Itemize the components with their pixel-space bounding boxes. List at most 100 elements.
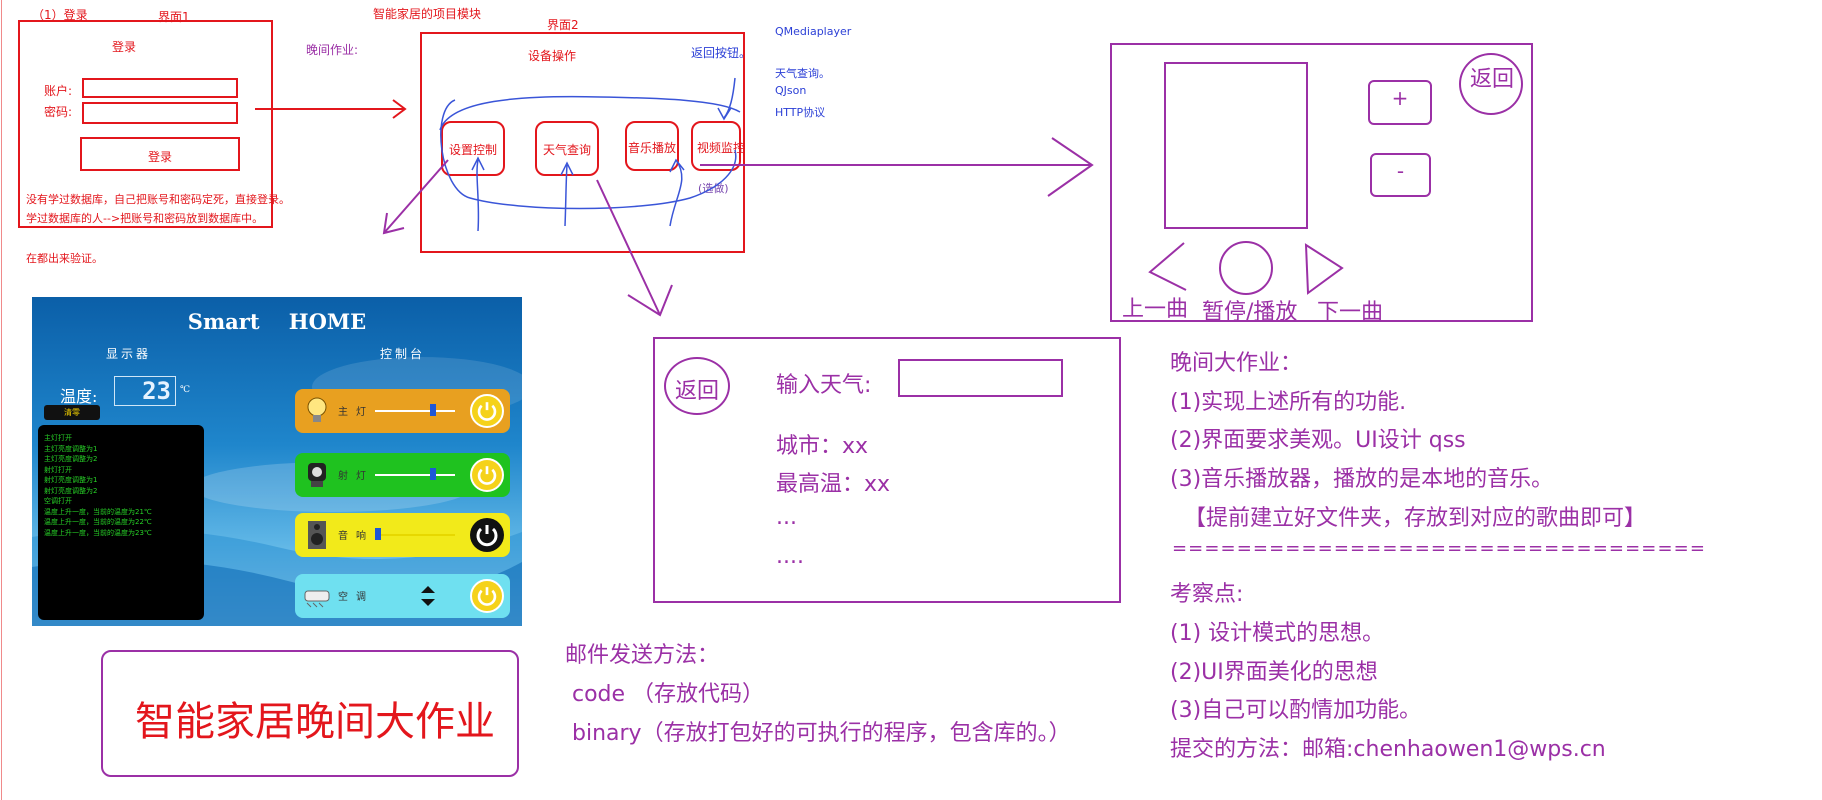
weather-back-label: 返回 [675, 379, 720, 404]
log-line: 温度上升一度，当前的温度为22℃ [44, 518, 152, 526]
brightness-slider[interactable] [375, 410, 455, 412]
smart-home-panel: Smart HOME 显示器 控制台 温度: 23 ℃ 清零 主灯打开 主灯亮度… [32, 297, 522, 626]
weather-input[interactable] [898, 359, 1063, 397]
tech-note-weather: 天气查询。 [775, 67, 830, 80]
account-input[interactable] [82, 78, 238, 98]
log-line: 主灯亮度调整为1 [44, 444, 98, 453]
weather-ellipsis-2: .... [776, 544, 804, 569]
email-binary: binary（存放打包好的可执行的程序，包含库的。） [572, 721, 1071, 746]
email-heading: 邮件发送方法： [565, 643, 720, 668]
homework-heading: 晚间大作业： [1170, 351, 1303, 376]
slider-handle[interactable] [430, 404, 436, 416]
btn-settings-control[interactable]: 设置控制 [441, 121, 505, 176]
clear-button-label: 清零 [64, 408, 80, 417]
log-line: 射灯亮度调整为1 [44, 476, 98, 484]
homework-title-box [101, 650, 519, 777]
temperature-stepper[interactable] [419, 583, 437, 609]
power-icon[interactable] [470, 394, 504, 428]
device-air-conditioner: 空调 [295, 574, 510, 618]
arrowhead [392, 99, 407, 119]
tech-note-qmediaplayer: QMediaplayer [775, 25, 852, 38]
player-back-button[interactable]: 返回 [1459, 53, 1523, 115]
btn-weather-query-label: 天气查询 [542, 143, 591, 157]
weather-back-button[interactable]: 返回 [664, 357, 730, 415]
weather-ellipsis-1: ... [776, 505, 797, 530]
arrow-to-player [700, 137, 1094, 197]
volume-minus-label: - [1396, 159, 1405, 183]
homework-item-4: 【提前建立好文件夹，存放到对应的歌曲即可】 [1170, 506, 1646, 531]
device-spot-light: 射灯 [295, 453, 510, 497]
log-line: 射灯亮度调整为2 [44, 486, 98, 495]
homework-item-2: (2)界面要求美观。UI设计 qss [1170, 428, 1466, 453]
login-note-3: 在都出来验证。 [26, 252, 103, 265]
music-player-window [1110, 43, 1533, 322]
password-input[interactable] [82, 102, 238, 124]
console-label: 控制台 [380, 347, 426, 361]
lightbulb-icon [307, 397, 327, 422]
device-op-heading: 设备操作 [528, 49, 577, 63]
weather-window [653, 337, 1121, 603]
email-code: code （存放代码） [572, 682, 765, 707]
btn-weather-query[interactable]: 天气查询 [535, 121, 599, 176]
slider-handle[interactable] [375, 528, 381, 540]
volume-plus-label: + [1391, 86, 1409, 110]
login-button-label: 登录 [147, 150, 172, 164]
volume-plus-button[interactable]: + [1368, 80, 1432, 125]
log-line: 主灯亮度调整为2 [44, 455, 98, 463]
homework-title: 智能家居晚间大作业 [135, 699, 495, 745]
spotlight-icon [308, 463, 326, 487]
device-name: 主灯 [338, 407, 374, 418]
log-line: 主灯打开 [44, 434, 72, 442]
brightness-slider[interactable] [375, 474, 455, 476]
volume-slider[interactable] [375, 534, 455, 536]
password-label: 密码: [44, 105, 73, 119]
device-speaker: 音响 [295, 513, 510, 557]
exam-item-1: (1) 设计模式的思想。 [1170, 621, 1385, 646]
max-temp-field: 最高温：xx [776, 472, 891, 497]
power-icon[interactable] [470, 458, 504, 492]
log-line: 温度上升一度，当前的温度为23℃ [44, 528, 152, 537]
player-back-label: 返回 [1470, 67, 1515, 92]
btn-video-monitor[interactable]: 视频监控 [691, 121, 745, 171]
btn-video-monitor-label: 视频监控 [697, 141, 746, 155]
log-line: 射灯打开 [44, 465, 72, 474]
exam-item-2: (2)UI界面美化的思想 [1170, 660, 1378, 685]
log-console: 主灯打开 主灯亮度调整为1 主灯亮度调整为2 射灯打开 射灯亮度调整为1 射灯亮… [38, 425, 204, 620]
display-label: 显示器 [106, 347, 152, 361]
album-art-area [1164, 62, 1308, 229]
smart-home-title: Smart HOME [187, 309, 367, 334]
btn-settings-control-label: 设置控制 [448, 143, 497, 157]
speaker-icon [308, 521, 326, 549]
separator-line: ================================= [1172, 538, 1707, 559]
slider-handle[interactable] [430, 468, 436, 480]
login-button[interactable]: 登录 [80, 137, 240, 171]
optional-note: (选做) [698, 182, 729, 195]
log-line: 空调打开 [44, 497, 72, 505]
temperature-value: 23 [142, 377, 171, 405]
section-login-label: （1）登录 [32, 8, 88, 22]
account-label: 账户: [44, 84, 73, 98]
log-line: 温度上升一度，当前的温度为21℃ [44, 507, 152, 516]
exam-heading: 考察点: [1170, 582, 1244, 607]
temperature-unit: ℃ [180, 385, 191, 395]
prev-track-label: 上一曲 [1122, 297, 1189, 322]
module-title: 智能家居的项目模块 [373, 7, 482, 21]
device-name: 空调 [338, 592, 374, 603]
submit-method: 提交的方法：邮箱:chenhaowen1@wps.cn [1170, 737, 1606, 762]
btn-music-play[interactable]: 音乐播放 [625, 121, 679, 171]
device-main-light: 主灯 [295, 389, 510, 433]
volume-minus-button[interactable]: - [1370, 153, 1431, 197]
login-window [18, 20, 273, 228]
login-note-1: 没有学过数据库，自己把账号和密码定死，直接登录。 [26, 193, 290, 206]
homework-item-3: (3)音乐播放器，播放的是本地的音乐。 [1170, 467, 1554, 492]
clear-button[interactable]: 清零 [44, 405, 100, 420]
power-icon[interactable] [470, 579, 504, 613]
power-icon[interactable] [470, 518, 504, 552]
tech-note-qjson: QJson [775, 84, 807, 97]
homework-item-1: (1)实现上述所有的功能. [1170, 390, 1407, 415]
city-field: 城市：xx [776, 434, 869, 459]
temperature-label: 温度: [60, 387, 98, 406]
pause-play-label: 暂停/播放 [1202, 300, 1298, 325]
login-note-2: 学过数据库的人-->把账号和密码放到数据库中。 [26, 212, 264, 225]
exam-item-3: (3)自己可以酌情加功能。 [1170, 698, 1422, 723]
